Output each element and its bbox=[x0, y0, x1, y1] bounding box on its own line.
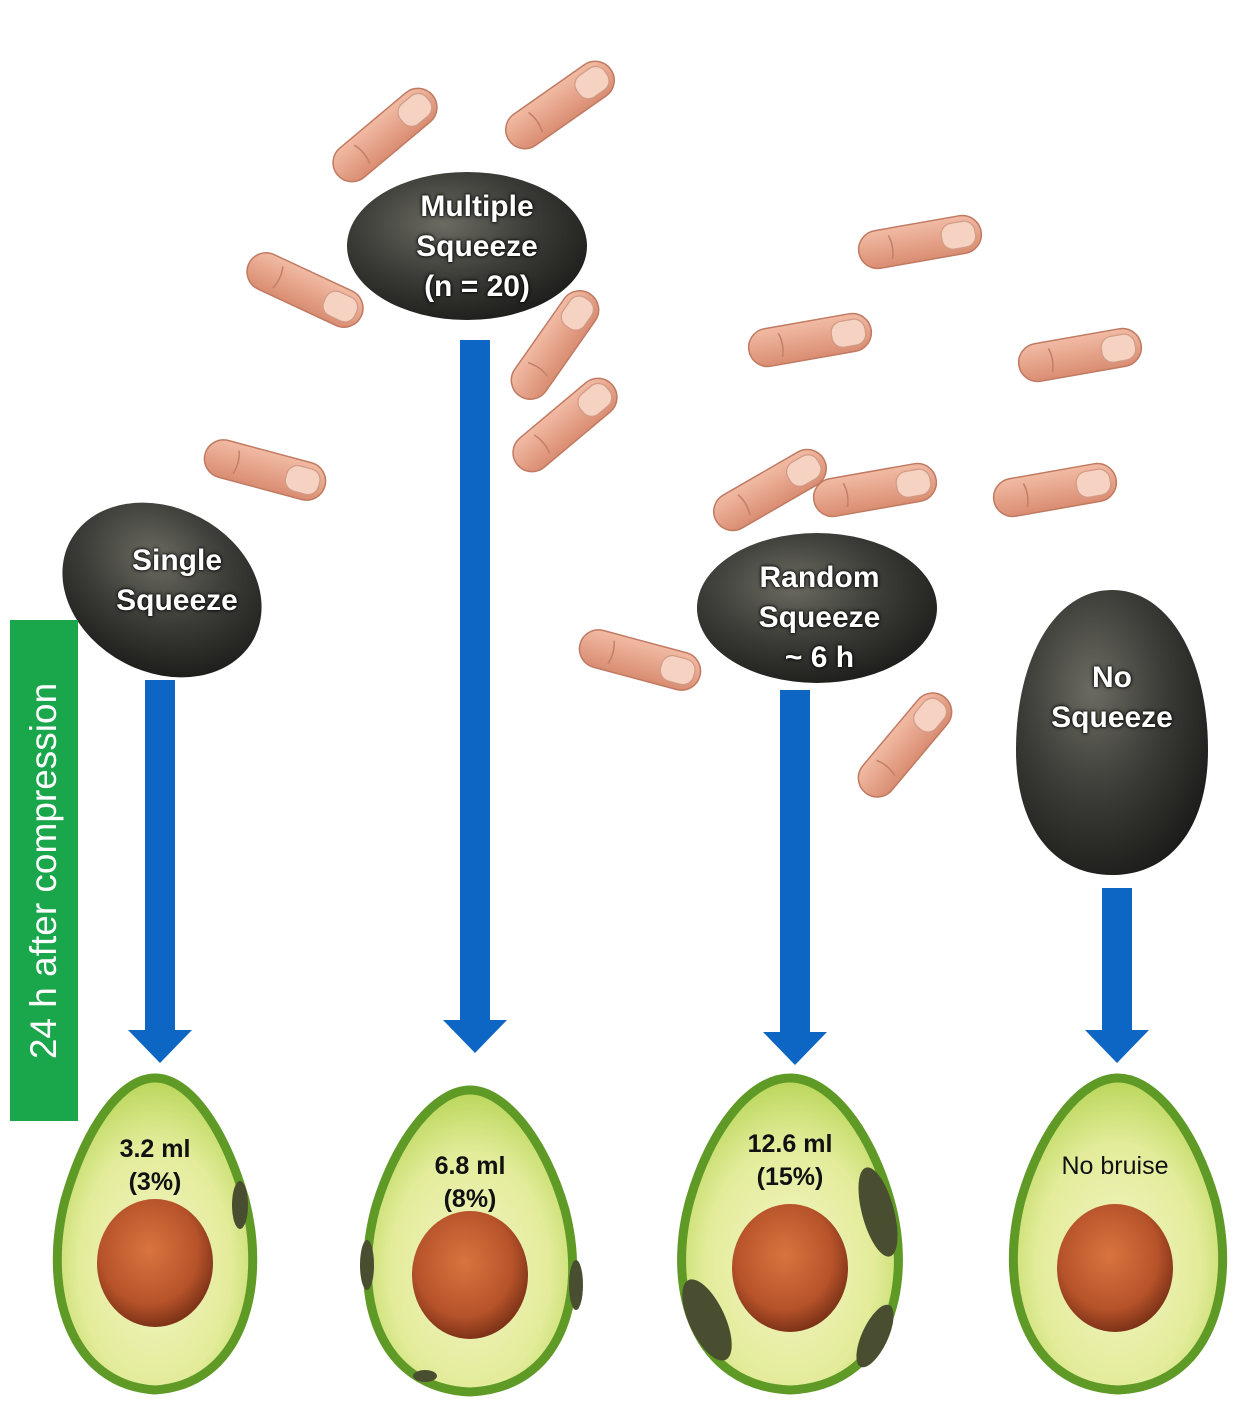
single-squeeze-label: Single Squeeze bbox=[82, 541, 272, 621]
multiple-squeeze-label: Multiple Squeeze (n = 20) bbox=[372, 187, 582, 307]
result-multiple: 6.8 ml (8%) bbox=[410, 1150, 530, 1216]
result-percent: (15%) bbox=[756, 1163, 824, 1191]
label-line: Squeeze bbox=[416, 230, 538, 263]
label-line: Single bbox=[131, 544, 222, 577]
label-line: Squeeze bbox=[1051, 701, 1173, 734]
bruise-mark bbox=[232, 1181, 248, 1229]
result-single: 3.2 ml (3%) bbox=[95, 1133, 215, 1199]
arrow-random bbox=[763, 690, 827, 1065]
finger-decoration bbox=[199, 434, 331, 506]
half-avocado-none bbox=[1008, 1073, 1228, 1395]
half-avocado-single bbox=[52, 1073, 258, 1395]
result-random: 12.6 ml (15%) bbox=[725, 1128, 855, 1194]
half-avocado-multiple bbox=[360, 1085, 583, 1397]
whole-avocado-random bbox=[697, 533, 937, 683]
bruise-mark bbox=[413, 1370, 437, 1382]
result-percent: (3%) bbox=[128, 1168, 182, 1196]
label-line: (n = 20) bbox=[424, 270, 530, 303]
label-line: Multiple bbox=[420, 190, 534, 223]
time-label: 24 h after compression bbox=[23, 682, 64, 1059]
arrow-none bbox=[1085, 888, 1149, 1063]
multiple-squeeze-group bbox=[240, 53, 626, 481]
label-line: ~ 6 h bbox=[784, 641, 855, 674]
label-line: Random bbox=[759, 561, 880, 594]
result-volume: 6.8 ml bbox=[434, 1152, 506, 1180]
label-line: Squeeze bbox=[758, 601, 881, 634]
bruise-mark bbox=[858, 1167, 898, 1257]
random-squeeze-group bbox=[574, 211, 1146, 806]
bruise-mark bbox=[360, 1240, 374, 1290]
arrow-single bbox=[128, 680, 192, 1063]
whole-avocado-none bbox=[1016, 590, 1208, 875]
bruise-mark bbox=[682, 1279, 732, 1361]
random-squeeze-label: Random Squeeze ~ 6 h bbox=[717, 558, 922, 678]
label-line: Squeeze bbox=[116, 584, 238, 617]
time-label-box: 24 h after compression bbox=[10, 620, 78, 1121]
whole-avocado-multiple bbox=[347, 172, 587, 320]
result-volume: 3.2 ml bbox=[119, 1135, 191, 1163]
result-text: No bruise bbox=[1061, 1152, 1169, 1180]
result-none: No bruise bbox=[1035, 1150, 1195, 1183]
label-line: No bbox=[1092, 661, 1132, 694]
whole-avocado-single bbox=[62, 502, 262, 678]
bruise-mark bbox=[856, 1304, 894, 1368]
single-squeeze-group bbox=[62, 434, 331, 678]
no-squeeze-label: No Squeeze bbox=[1022, 658, 1202, 738]
half-avocado-random bbox=[677, 1073, 903, 1395]
arrow-multiple bbox=[443, 340, 507, 1053]
result-percent: (8%) bbox=[443, 1185, 497, 1213]
result-volume: 12.6 ml bbox=[747, 1130, 833, 1158]
no-squeeze-group bbox=[1016, 590, 1208, 875]
bruise-mark bbox=[569, 1260, 583, 1310]
